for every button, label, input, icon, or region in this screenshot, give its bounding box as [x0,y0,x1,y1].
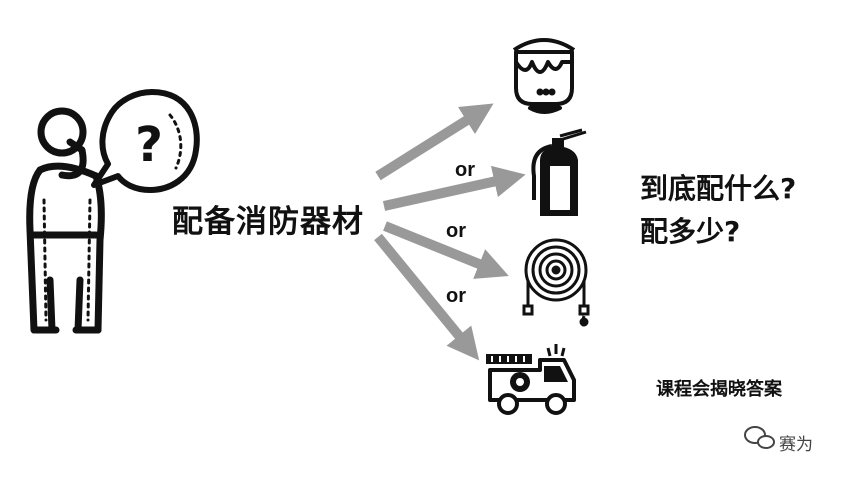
main-label: 配备消防器材 [172,196,364,241]
connector-or-2: or [446,220,466,243]
fire-extinguisher-icon [533,130,586,216]
paint-bucket-icon [514,40,574,112]
watermark-text: 赛为 [779,430,813,455]
question-bubble-icon: ? [94,92,197,190]
wechat-icon [745,427,774,448]
question-line-2: 配多少? [640,210,740,250]
fire-truck-icon [486,344,574,413]
connector-or-3: or [446,285,466,308]
connector-or-1: or [455,159,475,182]
fire-hose-reel-icon [524,240,588,326]
svg-text:?: ? [135,117,163,173]
thinking-person-icon [30,111,102,330]
reveal-text: 课程会揭晓答案 [656,375,782,401]
arrow-to-fire-extinguisher [384,178,510,206]
arrows [378,112,510,348]
question-line-1: 到底配什么? [640,167,796,207]
